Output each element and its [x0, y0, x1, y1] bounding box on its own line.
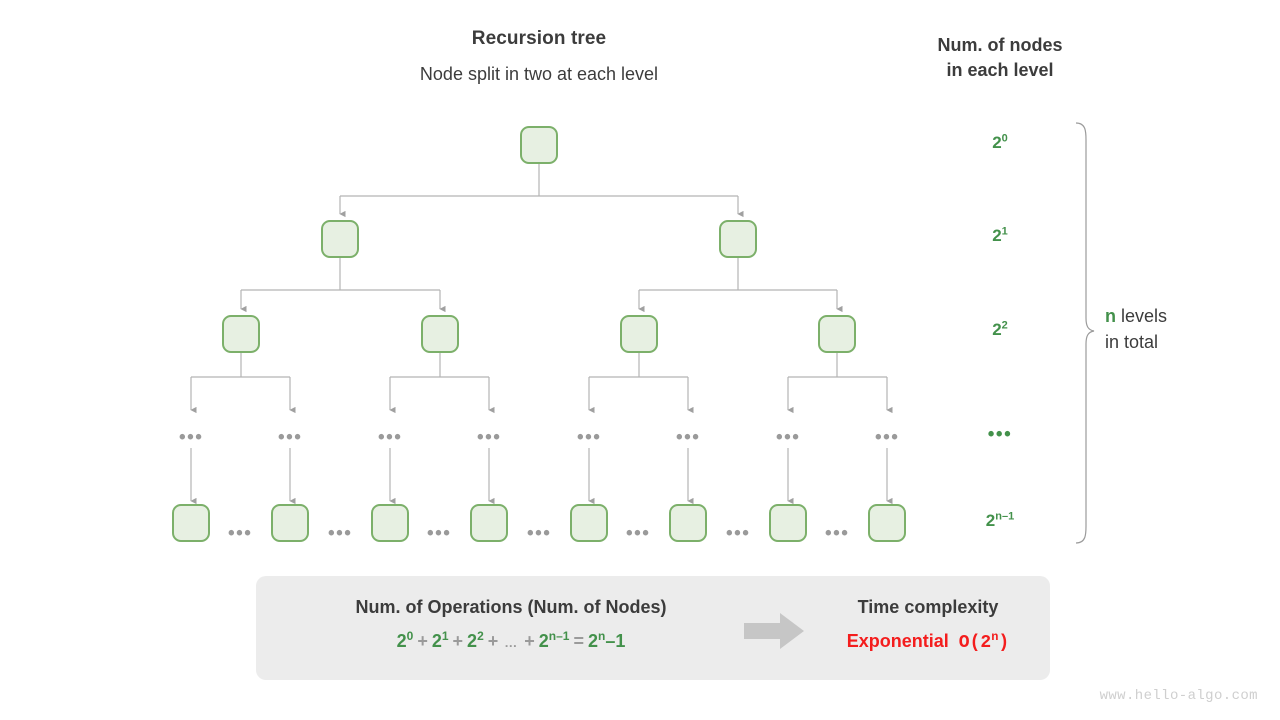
level-count-1-base: 2 — [992, 226, 1002, 245]
level-count-3: ••• — [955, 424, 1045, 446]
tree-level-ellipsis: ••• — [228, 523, 253, 544]
total-levels-line2: in total — [1105, 332, 1159, 352]
levels-brace — [1075, 122, 1095, 544]
tree-level-ellipsis: ••• — [825, 523, 850, 544]
formula-plus-0: + — [417, 631, 428, 651]
tree-node — [172, 504, 210, 542]
formula-ellipsis: … — [504, 635, 519, 650]
tree-node — [620, 315, 658, 353]
level-count-2-exp: 2 — [1001, 319, 1008, 332]
tree-level-ellipsis: ••• — [427, 523, 452, 544]
formula-result-suffix: –1 — [605, 631, 626, 651]
level-count-2: 22 — [955, 320, 1045, 340]
tree-node — [421, 315, 459, 353]
formula-plus-3: + — [524, 631, 535, 651]
formula-equals: = — [573, 631, 584, 651]
tree-level-ellipsis: ••• — [626, 523, 651, 544]
tree-node — [719, 220, 757, 258]
tree-node — [520, 126, 558, 164]
level-count-0-base: 2 — [992, 133, 1002, 152]
formula-term-0-exp: 0 — [406, 629, 414, 643]
tree-node — [470, 504, 508, 542]
formula-term-2: 22 — [467, 629, 484, 651]
tree-level-ellipsis: ••• — [726, 523, 751, 544]
formula-term-2-exp: 2 — [477, 629, 484, 643]
complexity-bigo-exp: n — [991, 630, 999, 644]
formula-term-1: 21 — [431, 629, 449, 651]
tree-level-ellipsis: ••• — [378, 427, 403, 448]
level-count-4-exp: n–1 — [995, 510, 1015, 523]
complexity-bigo-suffix: ) — [998, 633, 1010, 653]
formula-term-1-base: 2 — [431, 631, 442, 651]
tree-level-ellipsis: ••• — [875, 427, 900, 448]
node-count-column-title: Num. of nodes in each level — [900, 33, 1100, 83]
formula-term-last-exp: n–1 — [548, 629, 570, 643]
tree-level-ellipsis: ••• — [776, 427, 801, 448]
formula-term-0: 20 — [396, 629, 414, 651]
formula-result-exp: n — [598, 629, 606, 643]
formula-term-last-base: 2 — [538, 631, 549, 651]
level-count-4-base: 2 — [985, 511, 996, 530]
total-levels-label: n levels in total — [1105, 303, 1255, 355]
node-count-title-line1: Num. of nodes — [937, 35, 1063, 55]
formula-term-0-base: 2 — [396, 631, 407, 651]
tree-node — [570, 504, 608, 542]
formula-term-last: 2n–1 — [538, 629, 570, 651]
watermark: www.hello-algo.com — [1099, 688, 1258, 704]
level-count-3-base: ••• — [987, 424, 1013, 445]
tree-node — [321, 220, 359, 258]
complexity-value: Exponential O(2n) — [816, 630, 1040, 654]
right-arrow-icon — [744, 613, 804, 649]
tree-level-ellipsis: ••• — [328, 523, 353, 544]
tree-level-ellipsis: ••• — [278, 427, 303, 448]
tree-level-ellipsis: ••• — [477, 427, 502, 448]
level-count-2-base: 2 — [992, 320, 1002, 339]
operations-section: Num. of Operations (Num. of Nodes) 20+21… — [276, 594, 746, 654]
summary-box: Num. of Operations (Num. of Nodes) 20+21… — [256, 576, 1050, 680]
operations-title: Num. of Operations (Num. of Nodes) — [355, 597, 667, 617]
formula-plus-1: + — [452, 631, 464, 651]
tree-node — [271, 504, 309, 542]
level-count-0: 20 — [955, 133, 1045, 153]
formula-term-2-base: 2 — [467, 631, 478, 651]
complexity-section: Time complexity Exponential O(2n) — [816, 594, 1040, 654]
level-count-0-exp: 0 — [1001, 132, 1008, 145]
complexity-word: Exponential — [846, 631, 949, 651]
formula-plus-2: + — [487, 631, 499, 651]
tree-level-ellipsis: ••• — [577, 427, 602, 448]
level-count-1: 21 — [955, 226, 1045, 246]
tree-level-ellipsis: ••• — [179, 427, 204, 448]
tree-node — [818, 315, 856, 353]
operations-formula: 20+21+22+…+2n–1=2n–1 — [276, 630, 746, 654]
page-subtitle: Node split in two at each level — [419, 64, 659, 84]
complexity-title: Time complexity — [857, 597, 999, 617]
complexity-bigo-prefix: O(2 — [958, 633, 992, 653]
tree-level-ellipsis: ••• — [527, 523, 552, 544]
tree-node — [222, 315, 260, 353]
total-levels-line1: levels — [1116, 306, 1168, 326]
tree-level-ellipsis: ••• — [676, 427, 701, 448]
node-count-title-line2: in each level — [946, 60, 1054, 80]
complexity-bigo: O(2n) — [958, 630, 1010, 653]
level-count-1-exp: 1 — [1001, 225, 1008, 238]
page-title: Recursion tree — [471, 28, 607, 49]
tree-node — [371, 504, 409, 542]
formula-result: 2n–1 — [588, 629, 626, 651]
level-count-4: 2n–1 — [955, 511, 1045, 531]
formula-result-base: 2 — [588, 631, 599, 651]
tree-node — [769, 504, 807, 542]
tree-node — [868, 504, 906, 542]
total-levels-variable: n — [1105, 306, 1116, 326]
tree-node — [669, 504, 707, 542]
formula-term-1-exp: 1 — [441, 629, 449, 643]
